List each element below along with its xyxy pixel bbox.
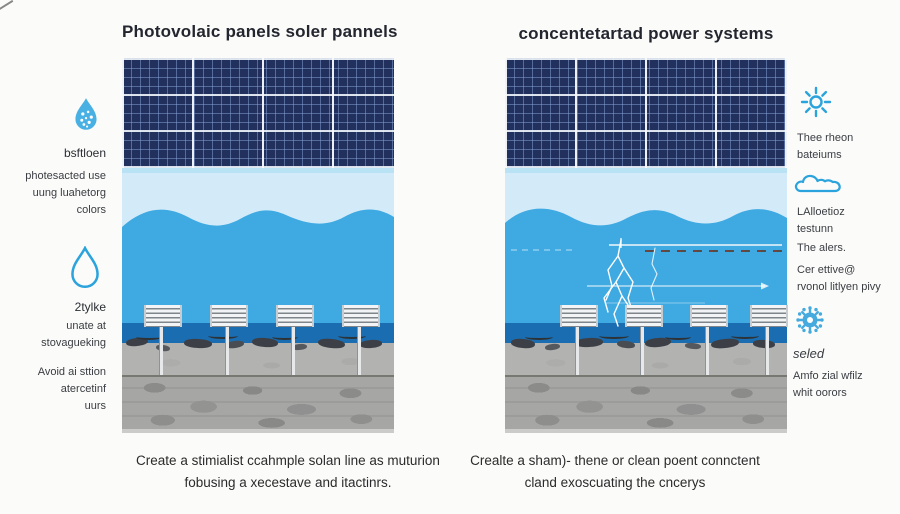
- debris-squiggle: [665, 334, 691, 340]
- mounting-rack: [690, 305, 728, 375]
- debris-squiggle: [208, 333, 238, 339]
- right-sidebar-note-2: LAlloetioz testunn: [797, 204, 897, 238]
- water-wave: [122, 209, 394, 323]
- note-line: photesacted use: [25, 170, 106, 182]
- right-sidebar-note-1: Thee rheon bateiums: [797, 130, 897, 164]
- debris-squiggle: [136, 334, 162, 340]
- concentrated-power-illustration: [505, 58, 788, 433]
- debris-squiggle: [731, 333, 759, 339]
- left-sidebar-label-2: 2tylke: [74, 300, 106, 314]
- note-line: atercetinf: [60, 383, 106, 396]
- left-sidebar-note-3: Avoid ai sttion atercetinf uurs: [0, 364, 106, 415]
- rack-frame: [750, 305, 788, 327]
- right-sidebar-label-seled: seled: [793, 346, 825, 361]
- debris-squiggle: [599, 333, 629, 339]
- rack-pole: [705, 327, 709, 375]
- cloud-outline-icon: [793, 170, 845, 203]
- mounting-rack: [560, 305, 598, 375]
- note-line: Cer ettive@: [797, 264, 856, 276]
- mounting-rack: [276, 305, 314, 375]
- mounting-rack: [750, 305, 788, 375]
- note-line: unate at: [66, 320, 106, 332]
- note-line: Amfo zial wfilz: [793, 370, 863, 382]
- ground-base-strip: [505, 429, 787, 433]
- note-line: LAlloetioz: [797, 206, 845, 218]
- left-sidebar-note-2: unate at stovagueking: [0, 318, 106, 352]
- left-panel-title: Photovolaic panels soler pannels: [122, 22, 398, 41]
- rack-frame: [342, 305, 380, 327]
- solar-array-base: [122, 168, 394, 173]
- note-line: Thee rheon: [797, 132, 854, 144]
- solar-array: [122, 58, 394, 168]
- mounting-rack: [210, 305, 248, 375]
- right-panel-title: concentetartad power systems: [518, 24, 774, 43]
- rack-pole: [291, 327, 295, 375]
- caption-line: Create a stimialist ccahmple solan line …: [136, 453, 440, 468]
- debris-squiggle: [272, 334, 298, 340]
- right-caption: Crealte a sham)- thene or clean poent co…: [440, 450, 790, 493]
- note-line: bateiums: [797, 149, 842, 162]
- mounting-rack: [625, 305, 663, 375]
- rack-frame: [690, 305, 728, 327]
- shoreline: [505, 336, 787, 375]
- rack-frame: [276, 305, 314, 327]
- mounting-rack: [342, 305, 380, 375]
- rack-pole: [357, 327, 361, 375]
- note-line: rvonol litlyen pivy: [797, 281, 881, 294]
- sun-outline-icon: [798, 84, 834, 125]
- debris-squiggle: [525, 334, 553, 340]
- caption-line: cland exoscuating the cncerys: [524, 474, 706, 490]
- solar-array-base: [505, 168, 787, 173]
- rocky-ground: [505, 375, 787, 431]
- debris-squiggle: [338, 333, 366, 339]
- note-line: colors: [76, 204, 106, 217]
- rack-frame: [625, 305, 663, 327]
- rack-frame: [144, 305, 182, 327]
- left-sidebar-label-1: bsftloen: [63, 146, 106, 160]
- note-line: Avoid ai sttion: [37, 366, 106, 378]
- note-line: uung luahetorg: [32, 187, 106, 200]
- mounting-rack: [144, 305, 182, 375]
- lightning-and-beam-overlay: [511, 238, 784, 327]
- water-wave: [505, 208, 787, 323]
- note-line: uurs: [84, 400, 106, 413]
- note-line: stovagueking: [41, 337, 106, 350]
- rock: [183, 338, 213, 349]
- rack-frame: [210, 305, 248, 327]
- corner-artifact: [0, 0, 14, 11]
- rack-pole: [765, 327, 769, 375]
- dotted-droplet-icon: [70, 96, 102, 139]
- rock: [544, 343, 561, 351]
- caption-line: fobusing a xecestave and itactinrs.: [184, 474, 392, 490]
- left-sidebar-note-1: photesacted use uung luahetorg colors: [0, 168, 106, 219]
- note-line: testunn: [797, 223, 834, 236]
- right-sidebar-note-4: Cer ettive@ rvonol litlyen pivy: [797, 262, 899, 296]
- right-sidebar-note-3: The alers.: [797, 242, 846, 254]
- note-line: whit oorors: [793, 387, 847, 400]
- photovoltaic-panel-illustration: [122, 58, 394, 433]
- left-caption: Create a stimialist ccahmple solan line …: [118, 450, 458, 493]
- right-sidebar-note-5: Amfo zial wfilz whit oorors: [793, 368, 897, 402]
- rack-frame: [560, 305, 598, 327]
- rack-pole: [225, 327, 229, 375]
- rocky-ground: [122, 375, 394, 431]
- shoreline: [122, 336, 394, 375]
- droplet-outline-icon: [66, 245, 104, 297]
- rack-pole: [159, 327, 163, 375]
- caption-line: Crealte a sham)- thene or clean poent co…: [470, 453, 760, 468]
- spiky-sun-icon: [790, 300, 830, 345]
- solar-array: [505, 58, 787, 168]
- rack-pole: [575, 327, 579, 375]
- ground-base-strip: [122, 429, 394, 433]
- rack-pole: [640, 327, 644, 375]
